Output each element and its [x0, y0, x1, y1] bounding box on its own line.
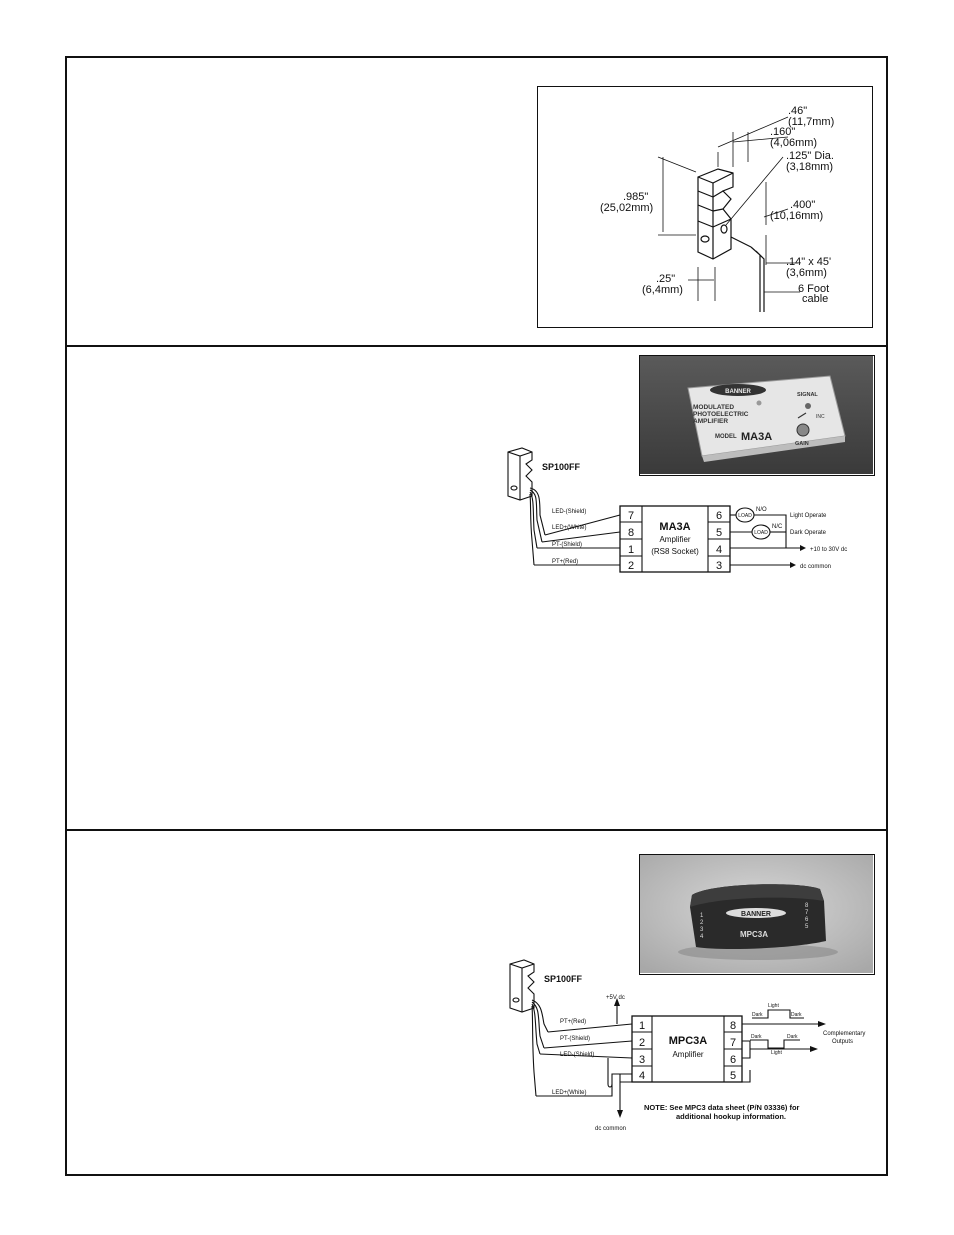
ma3a-right-pin-2: 4 [716, 544, 722, 556]
indicator-icon [756, 400, 762, 406]
dim-160: .160" [770, 126, 795, 138]
mpc3a-left-pin-1: 2 [639, 1037, 645, 1049]
mpc3a-wire-label-3: LED+(White) [552, 1090, 587, 1096]
mpc3a-brand: BANNER [741, 911, 771, 918]
wave1-dark-a: Dark [752, 1012, 763, 1018]
ma3a-right-pin-1: 5 [716, 527, 722, 539]
ma3a-model: MA3A [741, 431, 772, 443]
dim-160-mm: (4,06mm) [770, 137, 817, 149]
ma3a-nc: N/C [772, 524, 783, 530]
wave2-dark-a: Dark [751, 1034, 762, 1040]
mpc3a-wire-label-2: LED-(Shield) [560, 1052, 594, 1058]
mpc3a-right-pin-2: 6 [730, 1054, 736, 1066]
dim-046-mm: (11,7mm) [788, 116, 834, 128]
dim-985-mm: (25,02mm) [600, 202, 653, 214]
load-label-2: LOAD [754, 530, 768, 536]
mpc3a-wire-label-0: PT+(Red) [560, 1019, 586, 1025]
mpc3a-left-pin-3: 4 [639, 1070, 645, 1082]
ma3a-supply: +10 to 30V dc [810, 547, 847, 553]
ma3a-sub1: Amplifier [659, 535, 690, 544]
ma3a-wire-label-1: LED+(White) [552, 525, 587, 531]
mpc3a-left-pin-0: 1 [639, 1020, 645, 1032]
dim-125: .125" Dia. [786, 150, 834, 162]
wave1-light: Light [768, 1003, 779, 1009]
cable-label-2: cable [802, 293, 828, 305]
ma3a-out1: Light Operate [790, 513, 827, 519]
mpc3a-wiring-diagram: SP100FF +5V dc PT+(Red) PT-(Shield) LED-… [500, 952, 880, 1142]
ma3a-left-pin-3: 2 [628, 560, 634, 572]
arrow-icon [797, 412, 807, 419]
mpc3a-outputs1: Complementary [823, 1031, 865, 1037]
mpc3a-common: dc common [595, 1126, 626, 1132]
ma3a-photo: BANNER MODULATED PHOTOELECTRIC AMPLIFIER… [639, 355, 875, 476]
dim-400: .400" [790, 199, 815, 211]
section-divider-2 [65, 829, 888, 831]
mpc3a-sub: Amplifier [672, 1050, 703, 1059]
mpc3a-title: MPC3A [669, 1035, 708, 1047]
dim-25: .25" [656, 273, 675, 285]
ma3a-right-pin-0: 6 [716, 510, 722, 522]
ma3a-line1: MODULATED [693, 404, 734, 411]
ma3a-inc: INC [816, 414, 825, 420]
ma3a-left-pin-2: 1 [628, 544, 634, 556]
ma3a-common: dc common [800, 564, 831, 570]
mpc3a-sensor-label: SP100FF [544, 974, 583, 984]
ma3a-signal: SIGNAL [797, 392, 818, 398]
mpc3a-right-pin-1: 7 [730, 1037, 736, 1049]
ma3a-wire-label-0: LED-(Shield) [552, 509, 586, 515]
ma3a-right-pin-3: 3 [716, 560, 722, 572]
mpc3a-right-pin-3: 5 [730, 1070, 736, 1082]
ma3a-line2: PHOTOELECTRIC [693, 411, 749, 418]
wave2-light: Light [771, 1050, 782, 1056]
ma3a-line3: AMPLIFIER [693, 418, 728, 425]
wave1-dark-b: Dark [791, 1012, 802, 1018]
ma3a-wire-label-3: PT+(Red) [552, 559, 578, 565]
ma3a-wire-label-2: PT-(Shield) [552, 542, 582, 548]
mpc3a-note2: additional hookup information. [676, 1112, 786, 1121]
dim-046: .46" [788, 105, 807, 117]
mpc3a-outputs2: Outputs [832, 1039, 853, 1045]
mpc3a-wire-label-1: PT-(Shield) [560, 1036, 590, 1042]
ma3a-sensor-label: SP100FF [542, 462, 581, 472]
load-label-1: LOAD [738, 513, 752, 519]
dim-125-mm: (3,18mm) [786, 161, 833, 173]
dim-400-mm: (10,16mm) [770, 210, 823, 222]
dimension-drawing: .46" (11,7mm) .160" (4,06mm) .125" Dia. … [537, 86, 873, 328]
dim-25-mm: (6,4mm) [642, 284, 683, 296]
ma3a-no: N/O [756, 507, 767, 513]
ma3a-out2: Dark Operate [790, 530, 827, 536]
signal-led-icon [805, 403, 811, 409]
page-frame [65, 56, 888, 1176]
ma3a-left-pin-0: 7 [628, 510, 634, 522]
cable-label-1: 6 Foot [798, 283, 829, 295]
ma3a-gain: GAIN [795, 441, 809, 447]
mpc3a-supply: +5V dc [606, 995, 625, 1001]
ma3a-sub2: (RS8 Socket) [651, 547, 699, 556]
ma3a-brand: BANNER [725, 389, 751, 395]
gain-knob-icon [796, 423, 810, 437]
dim-985: .985" [623, 191, 648, 203]
section-divider-1 [65, 345, 888, 347]
ma3a-model-label: MODEL [715, 434, 737, 440]
ma3a-left-pin-1: 8 [628, 527, 634, 539]
mpc3a-model: MPC3A [740, 930, 768, 939]
mpc3a-left-pin-2: 3 [639, 1054, 645, 1066]
ma3a-title: MA3A [659, 521, 690, 533]
dim-14-mm: (3,6mm) [786, 267, 827, 279]
mpc3a-right-pin-0: 8 [730, 1020, 736, 1032]
ma3a-wiring-diagram: SP100FF LED-(Shield) LED+(White) PT-(Shi… [500, 440, 880, 590]
dim-14: .14" x 45' [786, 256, 831, 268]
wave2-dark-b: Dark [787, 1034, 798, 1040]
mpc3a-note1: NOTE: See MPC3 data sheet (P/N 03336) fo… [644, 1103, 800, 1112]
